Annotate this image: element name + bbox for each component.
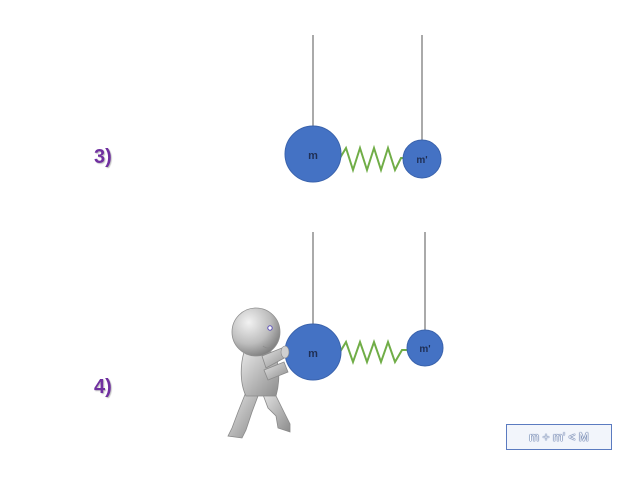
scene-4-number: 4)	[94, 376, 112, 398]
scene-3-number: 3)	[94, 146, 112, 168]
scene-4: m m'	[227, 232, 444, 439]
formula-box: m + m' < M	[506, 424, 612, 450]
mass-small-3-label: m'	[416, 155, 427, 166]
scene-3: m m'	[284, 35, 442, 183]
mass-big-4-label: m	[308, 348, 318, 360]
mass-small-3	[402, 139, 442, 179]
mass-big-3	[284, 125, 342, 183]
spring-3	[339, 144, 404, 174]
mass-small-4-label: m'	[419, 344, 430, 355]
person-pushing-icon	[227, 307, 291, 439]
mass-big-3-label: m	[308, 150, 318, 162]
mass-small-4	[406, 329, 444, 367]
spring-4	[339, 338, 407, 366]
